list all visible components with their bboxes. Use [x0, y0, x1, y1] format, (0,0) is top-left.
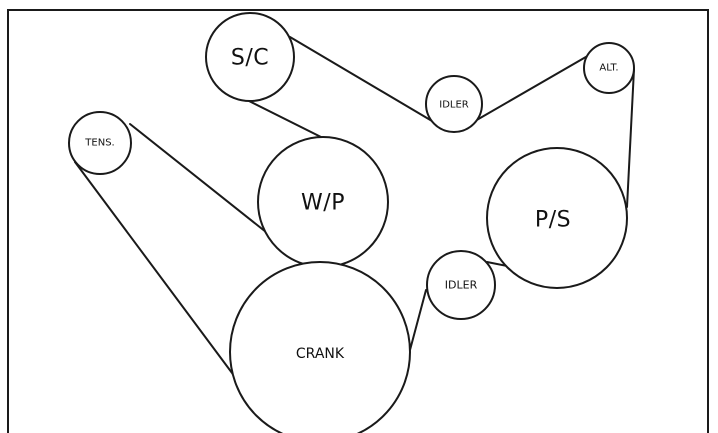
- pulley-sc-label: S/C: [231, 46, 269, 71]
- belt-segment-idler-alt: [474, 53, 592, 122]
- pulley-alt-label: ALT.: [599, 63, 618, 74]
- belt-segment-sc-idler: [289, 36, 433, 122]
- pulley-idler-bottom-label: IDLER: [445, 279, 478, 292]
- pulley-sc: S/C: [205, 12, 295, 102]
- pulley-tens-circle: [68, 111, 132, 175]
- belt-segment-crank-idler: [409, 289, 427, 351]
- pulley-idler-bottom: IDLER: [426, 250, 496, 320]
- pulley-tens: TENS.: [68, 111, 132, 175]
- pulley-ps: P/S: [486, 147, 628, 289]
- pulley-ps-label: P/S: [535, 208, 571, 233]
- pulley-idler-bottom-circle: [426, 250, 496, 320]
- pulley-wp: W/P: [257, 136, 389, 268]
- pulley-alt: ALT.: [583, 42, 635, 94]
- pulley-alt-circle: [583, 42, 635, 94]
- belt-segment-tens-crank: [74, 161, 239, 382]
- pulley-idler-top-circle: [425, 75, 483, 133]
- pulley-crank: CRANK: [229, 261, 411, 433]
- pulley-ps-circle: [486, 147, 628, 289]
- pulley-crank-circle: [229, 261, 411, 433]
- diagram-frame: [7, 9, 709, 433]
- pulley-crank-label: CRANK: [296, 346, 345, 362]
- belt-segment-alt-ps: [626, 68, 635, 208]
- pulley-idler-top-label: IDLER: [439, 100, 469, 111]
- pulley-sc-circle: [205, 12, 295, 102]
- pulley-tens-label: TENS.: [84, 138, 114, 149]
- belt-segment-tens-wp: [129, 123, 272, 237]
- pulley-idler-top: IDLER: [425, 75, 483, 133]
- pulley-wp-label: W/P: [301, 191, 345, 216]
